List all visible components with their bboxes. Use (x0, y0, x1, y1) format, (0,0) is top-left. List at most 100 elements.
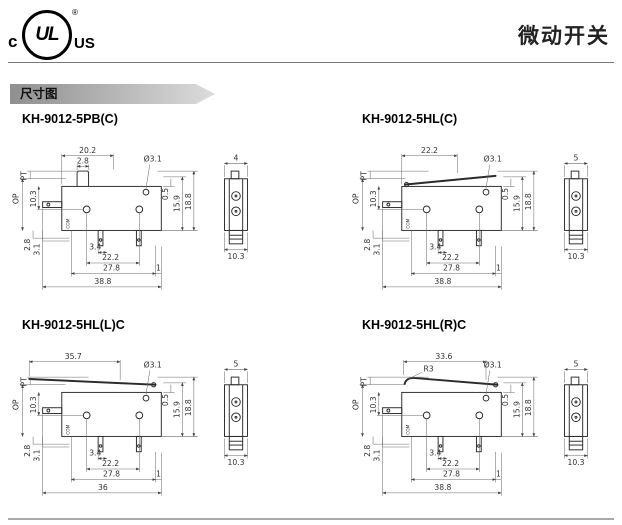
dim-top-width: 22.2 (421, 146, 438, 155)
mounting-hole-left (422, 411, 431, 420)
bottom-terminal-1 (437, 435, 444, 453)
side-hole-bottom (231, 412, 241, 423)
dim-bottom-c: 27.8 (443, 264, 460, 273)
dim-bottom-b: 22.2 (442, 253, 459, 262)
common-terminal (382, 407, 403, 414)
dim-operating-position-label: OP (12, 193, 21, 204)
switch-body (61, 391, 162, 437)
dimension-lines (359, 370, 538, 496)
side-hole-bottom (571, 412, 581, 423)
bottom-terminal-2 (475, 435, 482, 453)
dim-pretravel-label: PT (19, 377, 28, 387)
dim-overall-length: 38.8 (94, 277, 111, 286)
side-view-body (224, 178, 248, 231)
hinge-lever (404, 174, 497, 186)
dim-bottom-offset: 1 (156, 264, 161, 273)
switch-body (61, 185, 162, 231)
dim-bottom-left-b: 3.1 (373, 449, 382, 461)
dim-pretravel-label: PT (359, 377, 368, 387)
mounting-hole-right (475, 411, 484, 420)
dim-pretravel-label: PT (359, 171, 368, 181)
ul-certification-logo: c UL ® US (8, 8, 138, 60)
plunger-hole (482, 188, 490, 196)
terminal-hole (46, 202, 51, 207)
dim-bottom-c: 27.8 (103, 470, 120, 479)
side-view-base (228, 229, 244, 245)
dim-bottom-left-b: 3.1 (373, 243, 382, 255)
terminal-hole (98, 444, 103, 448)
side-hole-bottom (571, 206, 581, 217)
dim-bottom-left-b: 3.1 (33, 243, 42, 255)
com-terminal-label: COM (65, 218, 71, 228)
dim-bottom-a: 3.4 (89, 243, 101, 252)
plunger-hole (482, 394, 490, 402)
terminal-hole (137, 444, 141, 448)
dim-bottom-left-a: 2.8 (363, 239, 372, 251)
dim-hole-diameter: Ø3.1 (484, 361, 502, 370)
footer-divider (8, 518, 614, 520)
dimension-drawing: COM 35.7 (12, 352, 248, 496)
mounting-hole-left (82, 205, 91, 214)
switch-body (401, 391, 502, 437)
common-terminal (42, 407, 63, 414)
page-title: 微动开关 (518, 25, 610, 48)
dim-bottom-left-a: 2.8 (23, 445, 32, 457)
section-banner: 尺寸图 (10, 84, 215, 104)
com-terminal-label: COM (405, 218, 411, 228)
dim-bottom-left-a: 2.8 (363, 445, 372, 457)
terminal-hole (46, 408, 51, 413)
dim-side-width: 4 (234, 154, 239, 163)
dim-bottom-c: 27.8 (443, 470, 460, 479)
terminal-hole (477, 238, 481, 242)
side-hole-top (571, 191, 581, 201)
ul-logo-us: US (74, 35, 95, 52)
side-hole-top (231, 191, 241, 201)
terminal-hole (438, 444, 443, 448)
dim-side-width: 5 (574, 360, 579, 369)
mounting-hole-left (82, 411, 91, 420)
dim-right-a: 0.5 (161, 394, 170, 406)
dim-side-depth: 10.3 (227, 252, 244, 261)
dim-hole-diameter: Ø3.1 (484, 155, 502, 164)
lever-pivot (403, 181, 410, 188)
dim-plunger-width: 2.8 (77, 156, 89, 165)
drawing-cell: KH-9012-5HL(L)C COM (12, 318, 282, 520)
dim-right-b: 15.9 (513, 401, 522, 418)
common-terminal (42, 201, 63, 208)
side-view-body (564, 384, 588, 437)
dimension-drawing: COM 33.6 (352, 352, 588, 496)
dim-side-depth: 10.3 (567, 458, 584, 467)
dim-hole-diameter: Ø3.1 (144, 155, 162, 164)
dim-bottom-b: 22.2 (102, 459, 119, 468)
dim-right-a: 0.5 (501, 188, 510, 200)
dimension-lines (359, 164, 538, 290)
dim-bottom-left-b: 3.1 (33, 449, 42, 461)
drawing-cell: KH-9012-5HL(R)C COM (352, 318, 622, 520)
dim-overall-length: 36 (98, 483, 108, 492)
side-view-base (228, 435, 244, 451)
dim-pretravel-label: PT (19, 171, 28, 181)
dim-right-c: 18.8 (184, 399, 193, 416)
dim-bottom-offset: 1 (156, 470, 161, 479)
side-view-plunger (570, 170, 580, 180)
side-view-base (568, 229, 584, 245)
drawing-cell: KH-9012-5PB(C) COM (12, 112, 282, 314)
dim-right-c: 18.8 (524, 193, 533, 210)
ul-logo-circle: UL (22, 10, 72, 60)
dim-bottom-offset: 1 (496, 470, 501, 479)
bottom-terminal-2 (135, 229, 142, 247)
bottom-terminal-1 (97, 229, 104, 247)
side-view-body (564, 178, 588, 231)
dim-left-height: 10.3 (369, 190, 378, 207)
dim-operating-position-label: OP (352, 193, 361, 204)
dim-right-b: 15.9 (173, 401, 182, 418)
roller-lever (403, 376, 499, 386)
dim-bottom-c: 27.8 (103, 264, 120, 273)
dim-hole-diameter: Ø3.1 (144, 361, 162, 370)
bottom-terminal-2 (135, 435, 142, 453)
dim-right-c: 18.8 (524, 399, 533, 416)
drawing-title: KH-9012-5PB(C) (22, 112, 118, 126)
plunger-hole (142, 394, 150, 402)
dim-operating-position-label: OP (352, 399, 361, 410)
dim-right-a: 0.5 (501, 394, 510, 406)
